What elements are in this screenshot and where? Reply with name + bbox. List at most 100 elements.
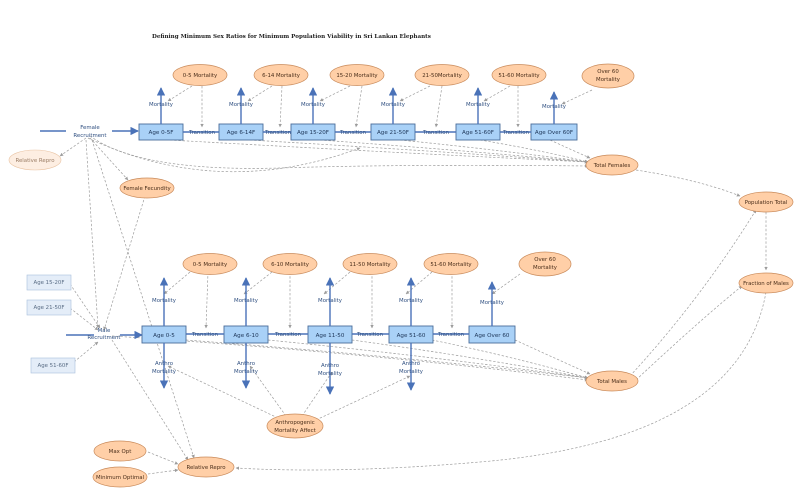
var-m-mortality-over-60[interactable] [518,251,572,277]
link-recruit-relrepro [91,139,195,459]
var-minimum-optimal[interactable] [92,466,148,488]
link-females-pop [635,169,741,197]
ghost-relative-repro-label: Relative Repro [15,158,54,164]
link-f-mort-51-60 [483,85,511,102]
anthro-flow-label-1: Anthro [237,361,255,367]
link-m-total-4 [431,339,589,379]
var-label: Total Females [593,163,631,169]
var-label-line-2: Mortality [596,77,621,83]
link-m-mort-6-10 [243,271,273,295]
female-links [59,85,593,459]
var-label-line-1: Over 60 [597,69,619,75]
stock-label: Age 6-14F [227,130,256,136]
link-recruit-fecundity [89,137,129,181]
link-ghost-51-60 [73,341,99,363]
var-label: Population Total [745,200,788,206]
var-label-line-2: Mortality [533,265,558,271]
link-recruit-repro [59,137,87,157]
link-mrecruit-total [111,335,589,382]
mortality-flow-label: Mortality [229,102,254,108]
link-m-mort-51-60 [405,271,433,295]
var-female-fecundity[interactable] [119,177,175,199]
link-maxopt-relrepro [147,451,179,465]
var-label: 21-50Mortality [422,73,462,79]
link-f-total-3 [319,139,589,164]
link-m-total-3 [351,339,589,380]
mortality-flow-label: Mortality [318,298,343,304]
summary-links [147,169,768,475]
link-minopt-relrepro [147,468,179,475]
link-mrecruit-relrepro [111,339,189,461]
stock-label: Age 0-5F [149,130,174,136]
anthro-flow-label-2: Mortality [234,369,259,375]
var-total-females[interactable] [585,154,639,176]
female-recruitment-label: Female [80,125,100,131]
var-label: 6-14 Mortality [262,73,301,79]
link-m-mort-0-5 [163,271,191,295]
link-males-pop [629,209,757,377]
link-f-total-6 [549,139,591,159]
ghost-relative-repro[interactable] [8,149,62,171]
var-fraction-of-males[interactable] [738,272,794,294]
var-label: Total Males [596,379,627,385]
link-recruit-age [87,137,361,173]
var-m-mortality-0-5[interactable] [182,253,238,275]
transition-label: Transition [422,130,449,136]
ghost-age-21-50f[interactable] [26,299,72,316]
link-anthro-2 [249,365,287,417]
var-f-mortality-over-60[interactable] [581,63,635,89]
var-label: Fraction of Males [743,281,789,287]
link-f-mort-21-50 [399,85,431,102]
var-f-mortality-21-50[interactable] [414,64,470,86]
mortality-flow-label: Mortality [234,298,259,304]
mortality-flow-label: Mortality [152,298,177,304]
link-f-trans-3 [354,85,363,128]
link-f-total-5 [479,139,589,163]
transition-label: Transition [188,130,215,136]
link-anthro-1 [167,365,279,419]
link-f-mort-6-14 [247,85,273,102]
var-total-males[interactable] [585,370,639,392]
anthro-flow-label-1: Anthro [402,361,420,367]
link-m-total-5 [514,339,591,375]
stock-label: Age 51-60 [397,333,426,339]
var-f-mortality-15-20[interactable] [329,64,385,86]
var-label: 0-5 Mortality [183,73,218,79]
var-label: Max Opt [109,449,132,455]
var-label: Female Fecundity [123,186,171,192]
var-m-mortality-11-50[interactable] [342,253,398,275]
anthro-flow-label-2: Mortality [318,371,343,377]
var-max-opt[interactable] [93,440,147,462]
var-label-line-1: Anthropogenic [275,420,314,426]
link-m-mort-11-50 [323,271,351,295]
var-f-mortality-0-5[interactable] [172,64,228,86]
var-m-mortality-51-60[interactable] [423,253,479,275]
var-f-mortality-51-60[interactable] [491,64,547,86]
link-f-mort-15-20 [319,85,351,102]
var-relative-repro[interactable] [177,456,235,478]
anthro-flow-label-1: Anthro [155,361,173,367]
var-m-mortality-6-10[interactable] [262,253,318,275]
link-anthro-3 [301,371,333,417]
transition-label: Transition [437,332,464,338]
var-label: Minimum Optimal [96,475,144,481]
var-label: 51-60 Mortality [498,73,540,79]
var-population-total[interactable] [738,191,794,213]
var-f-mortality-6-14[interactable] [253,64,309,86]
var-label: 51-60 Mortality [430,262,472,268]
link-m-total-2 [267,339,589,380]
link-f-total-1 [169,139,589,164]
var-anthropogenic-mortality-affect[interactable] [266,413,324,439]
mortality-flow-label: Mortality [542,104,567,110]
var-label: Relative Repro [186,465,225,471]
link-recruit-total [89,135,589,169]
var-label-line-2: Mortality Affect [274,428,315,434]
link-m-trans-1 [204,271,209,329]
mortality-flow-label: Mortality [480,300,505,306]
ghost-age-51-60f[interactable] [30,357,76,374]
mortality-flow-label: Mortality [149,102,174,108]
ghost-age-15-20f[interactable] [26,274,72,291]
